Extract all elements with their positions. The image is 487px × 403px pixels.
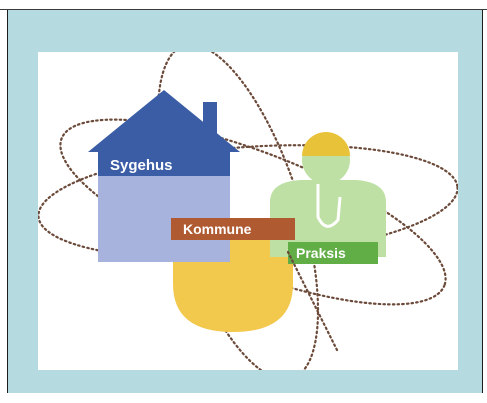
practice-label: Praksis: [296, 245, 346, 261]
top-border: [0, 9, 487, 10]
municipality-box: Kommune: [171, 218, 295, 240]
municipality-label: Kommune: [183, 221, 252, 237]
doctor-icon: Praksis: [270, 132, 386, 264]
orbit-front-icon: [286, 250, 340, 354]
logo-artwork: Sygehus Praksis Kommune: [38, 52, 458, 370]
house-icon: Sygehus: [88, 90, 240, 262]
logo-svg: Sygehus Praksis Kommune: [38, 52, 458, 370]
hospital-label: Sygehus: [110, 157, 173, 174]
